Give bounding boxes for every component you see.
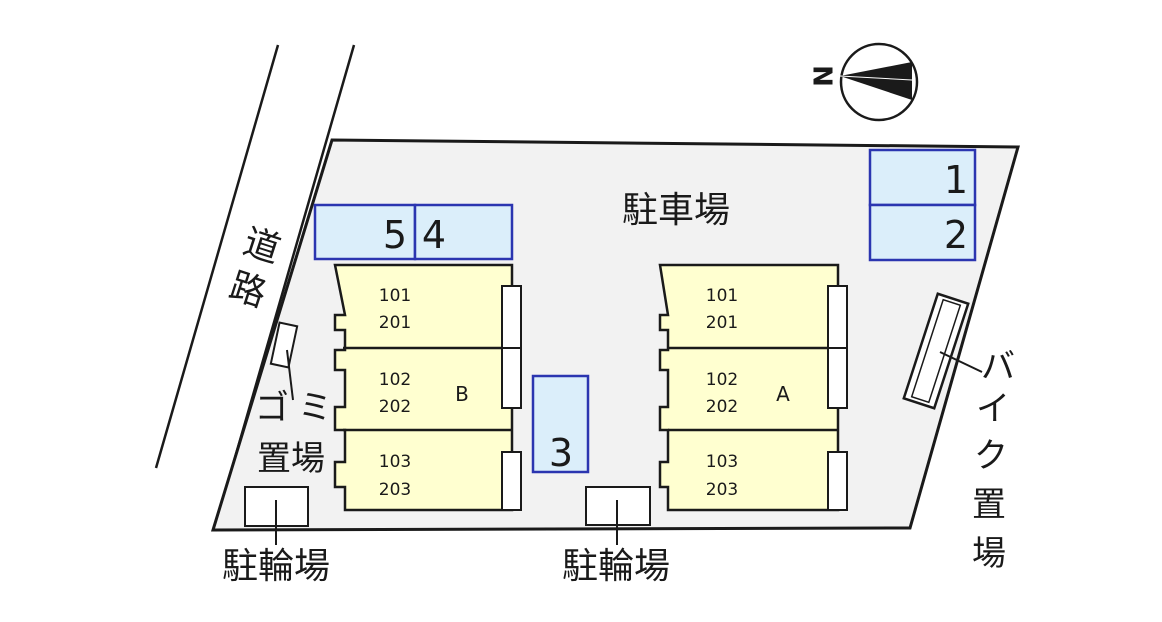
motorcycle-label-char: 置	[972, 485, 1006, 525]
unit-number: 103	[706, 452, 738, 472]
unit-number: 101	[706, 286, 738, 306]
unit-number: 101	[379, 286, 411, 306]
leader-line	[939, 351, 983, 373]
parking-space-3	[531, 374, 590, 474]
balcony	[501, 347, 522, 409]
building-b: 101 201 102 202 103 203 B	[333, 263, 522, 512]
garbage-label-char: ミ	[298, 388, 332, 428]
parking-space-5	[313, 203, 417, 261]
balcony	[827, 451, 848, 511]
unit-number: 103	[379, 452, 411, 472]
unit-number: 203	[379, 480, 411, 500]
garbage-area	[269, 321, 299, 369]
garbage-label-char: ゴ	[255, 388, 289, 428]
road-label-char: 道	[238, 221, 285, 271]
building-a-label: A	[776, 382, 790, 406]
parking-space-1	[868, 148, 977, 207]
building-a: 101 201 102 202 103 203 A	[658, 263, 848, 512]
unit-number: 102	[379, 370, 411, 390]
bicycle-parking-left-label: 駐輪場	[222, 546, 330, 587]
unit-number: 202	[706, 397, 738, 417]
building-b-label: B	[455, 382, 469, 406]
parking-number-4: 4	[422, 213, 446, 257]
unit-number: 203	[706, 480, 738, 500]
motorcycle-parking	[902, 292, 970, 410]
bicycle-parking-center-label: 駐輪場	[562, 546, 670, 587]
parking-space-4	[413, 203, 514, 261]
parking-number-5: 5	[383, 213, 407, 257]
balcony	[827, 347, 848, 409]
garbage-label-line2: 置場	[257, 439, 325, 479]
unit-number: 202	[379, 397, 411, 417]
motorcycle-label-char: バ	[981, 347, 1015, 387]
road-edge-left	[154, 44, 280, 469]
parking-space-2	[868, 203, 977, 262]
parking-lot-label: 駐車場	[622, 190, 730, 231]
balcony	[501, 285, 522, 349]
leader-line	[286, 349, 294, 401]
road-label-char: 路	[224, 265, 271, 315]
balcony	[501, 451, 522, 511]
motorcycle-label-char: ク	[974, 436, 1008, 476]
parking-number-1: 1	[944, 158, 968, 202]
unit-number: 201	[706, 313, 738, 333]
parking-number-2: 2	[944, 213, 968, 257]
compass-letter: N	[810, 65, 840, 87]
north-compass-icon: N	[810, 42, 919, 122]
parking-number-3: 3	[549, 431, 573, 475]
motorcycle-label-char: 場	[972, 534, 1006, 574]
balcony	[827, 285, 848, 349]
motorcycle-label-char: イ	[976, 389, 1010, 429]
unit-number: 201	[379, 313, 411, 333]
unit-number: 102	[706, 370, 738, 390]
